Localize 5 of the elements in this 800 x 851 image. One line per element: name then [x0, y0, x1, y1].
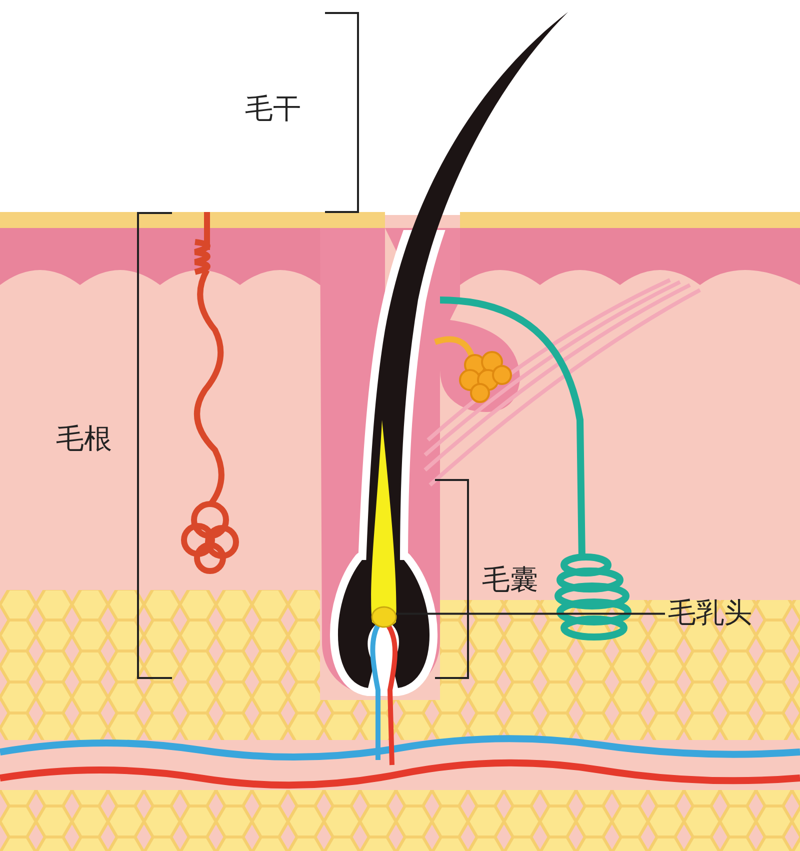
structure-label: 毛乳头 [668, 596, 752, 630]
dermal-papilla [371, 606, 397, 628]
structure-label: 毛干 [245, 92, 301, 126]
structure-label: 毛囊 [482, 563, 538, 597]
structure-label: 毛根 [56, 422, 112, 456]
